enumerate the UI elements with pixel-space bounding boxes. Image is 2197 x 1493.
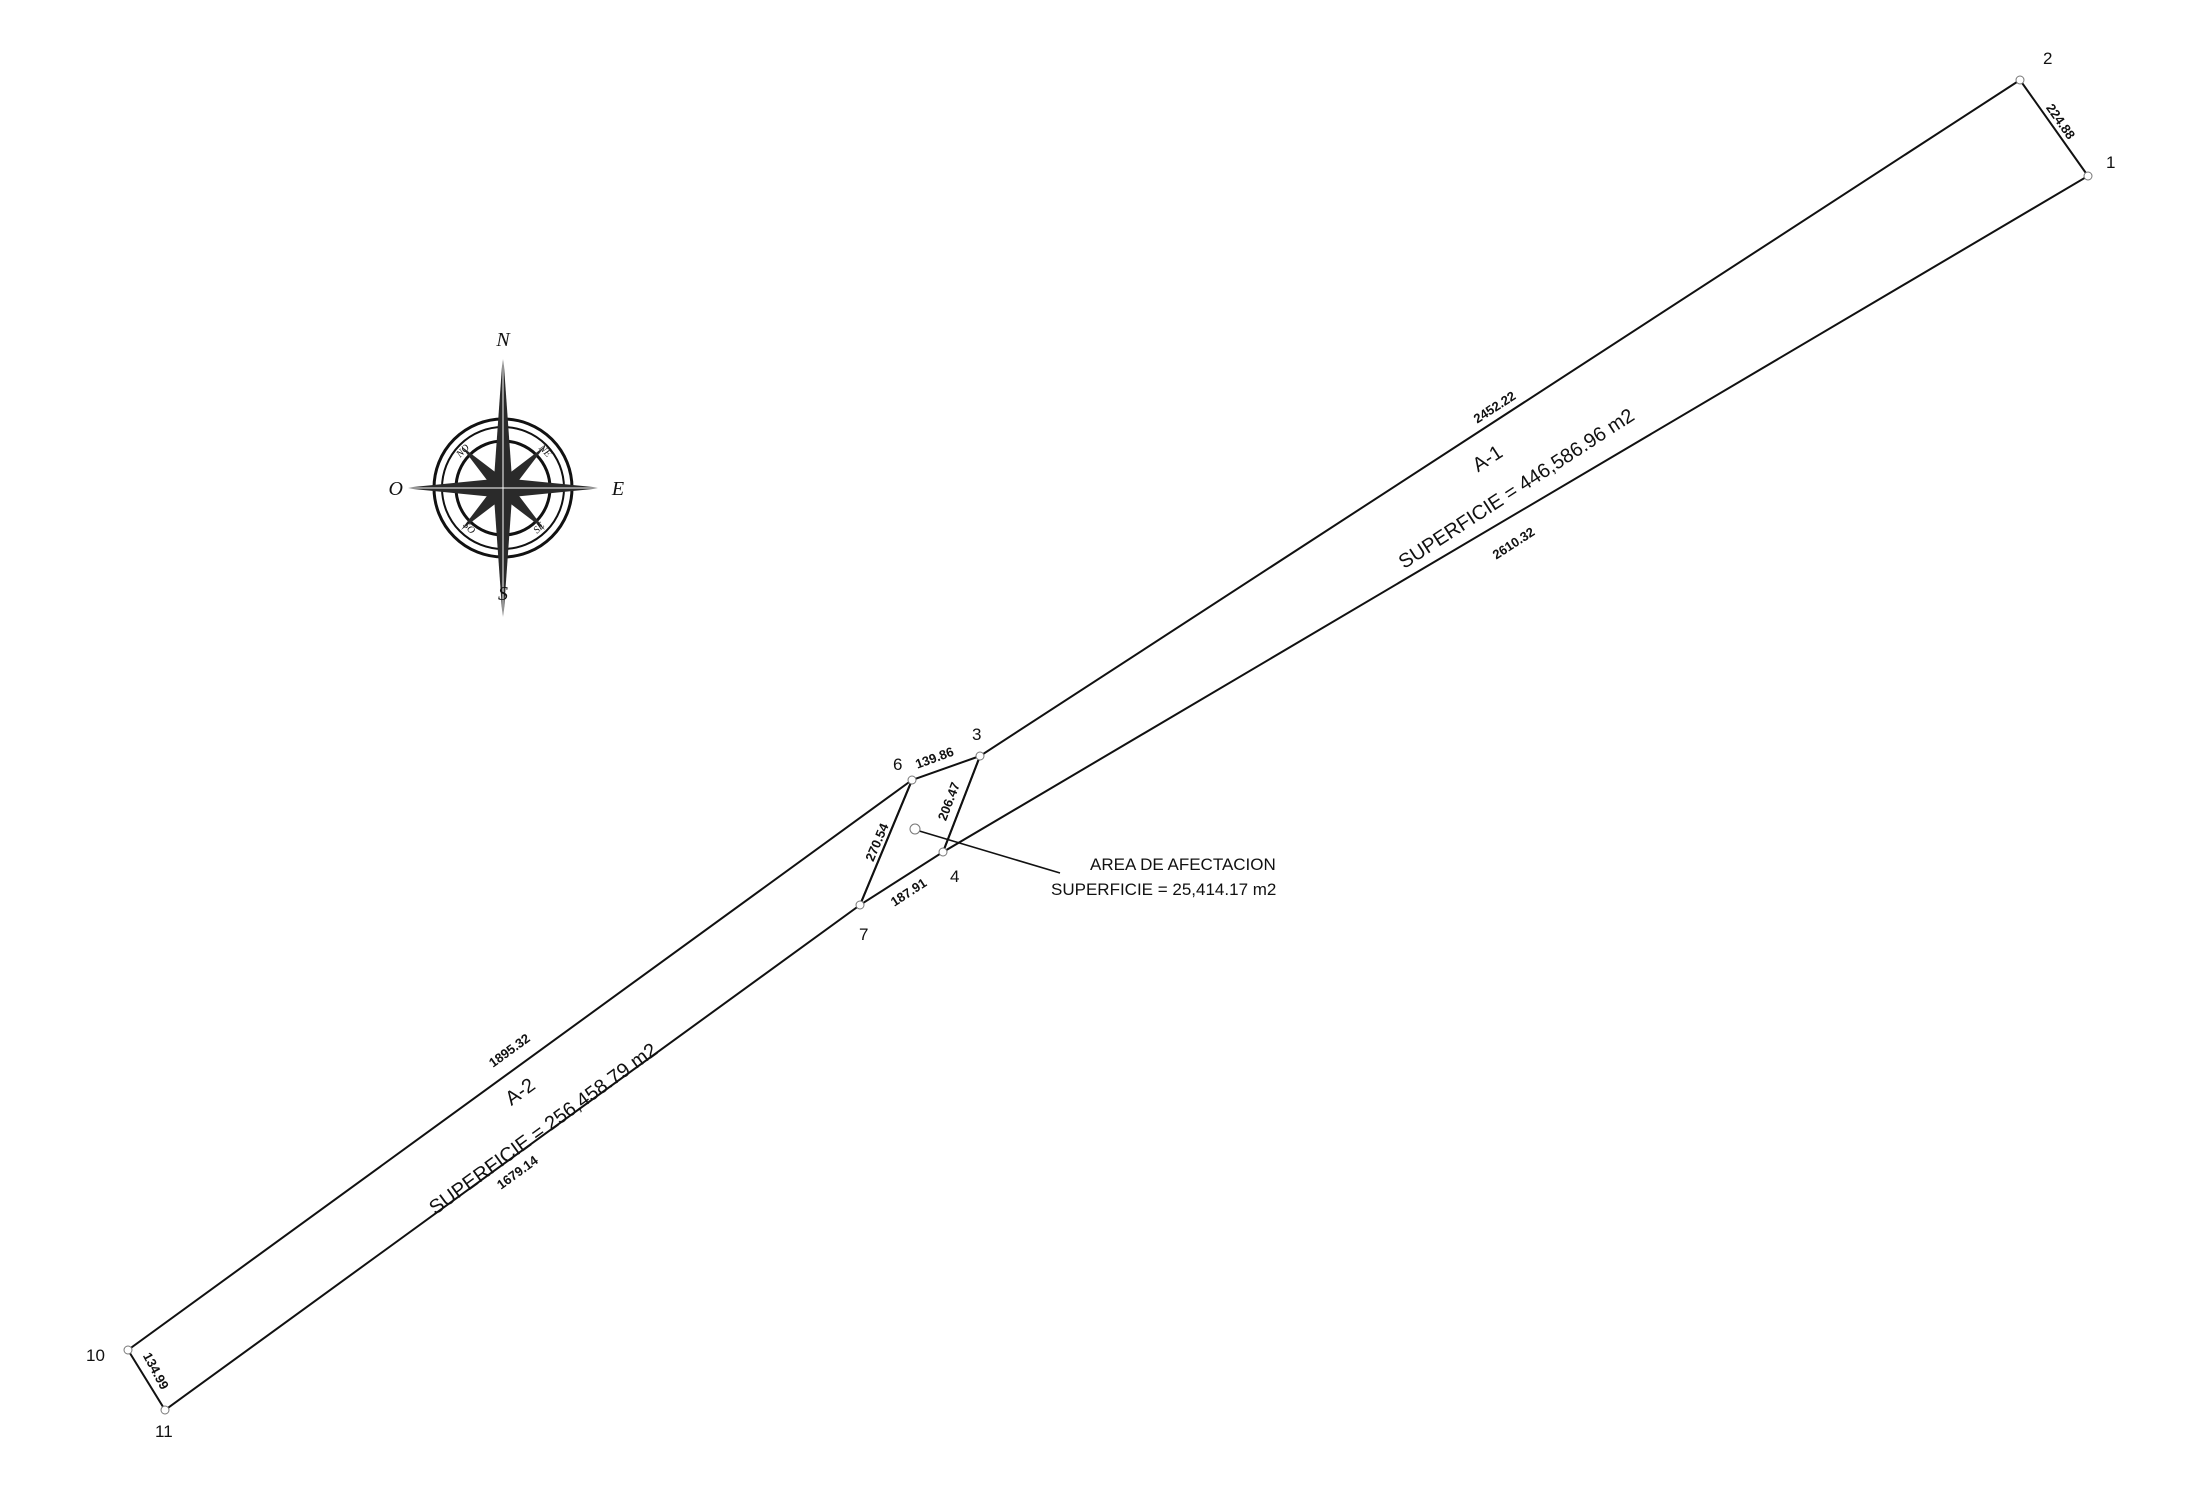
vertex-marker-3 — [975, 751, 985, 761]
vertex-marker-7 — [855, 900, 865, 910]
dimension-1-4: 2610.32 — [1490, 524, 1538, 562]
compass-label-north: N — [495, 329, 511, 351]
affected-area-leader — [915, 829, 1061, 874]
compass-label-no: NO — [454, 442, 472, 460]
vertex-label-6: 6 — [893, 755, 902, 774]
compass-rose: N S E O NO NE SO SE — [389, 329, 624, 624]
vertex-label-7: 7 — [859, 925, 868, 944]
parcel-a1-outline — [941, 78, 2090, 855]
vertex-markers — [123, 75, 2093, 1415]
affected-area-marker — [909, 823, 921, 835]
vertex-label-10: 10 — [86, 1346, 105, 1365]
vertex-label-2: 2 — [2043, 49, 2052, 68]
parcel-a1-name: A-1 — [1469, 441, 1507, 476]
dimension-7-4: 187.91 — [888, 875, 930, 909]
affected-area-title: AREA DE AFECTACION — [1090, 855, 1276, 874]
compass-label-east: E — [611, 478, 624, 500]
affected-area-surface: SUPERFICIE = 25,414.17 m2 — [1051, 880, 1276, 899]
compass-label-south: S — [498, 583, 508, 605]
parcel-a2-name: A-2 — [501, 1074, 539, 1110]
vertex-marker-6 — [907, 775, 917, 785]
vertex-label-11: 11 — [155, 1422, 173, 1441]
dimension-10-11: 134.99 — [140, 1350, 172, 1392]
vertex-label-4: 4 — [950, 867, 959, 886]
vertex-marker-1 — [2083, 171, 2093, 181]
vertex-marker-10 — [123, 1345, 133, 1355]
vertex-label-1: 1 — [2106, 153, 2115, 172]
compass-label-west: O — [389, 478, 403, 500]
dimension-10-6: 1895.32 — [486, 1030, 533, 1070]
vertex-marker-2 — [2015, 75, 2025, 85]
dimension-3-4: 206.47 — [935, 780, 963, 822]
vertex-marker-11 — [160, 1405, 170, 1415]
dimension-6-7: 270.54 — [862, 820, 892, 863]
vertex-marker-4 — [938, 847, 948, 857]
vertex-label-3: 3 — [972, 725, 981, 744]
parcel-a2-surface: SUPERFICIE = 256,458.79 m2 — [425, 1039, 661, 1219]
